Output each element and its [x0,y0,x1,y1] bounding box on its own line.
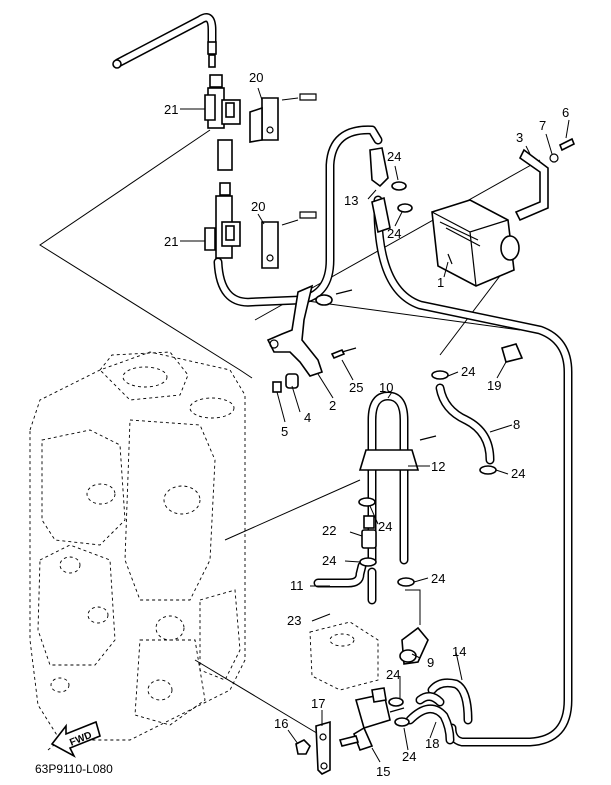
callout-22: 22 [322,523,336,538]
part-22-connector [361,515,377,549]
callout-19: 19 [487,378,501,393]
callout-24-c: 24 [461,364,475,379]
callout-24-h: 24 [386,667,400,682]
hose-clips-24 [358,181,497,727]
part-16-nut [295,739,311,755]
top-fuel-hose [112,13,217,69]
callout-20-lower: 20 [251,199,265,214]
part-17-bracket [315,720,360,775]
part-15-valve [353,687,405,752]
callout-12: 12 [431,459,445,474]
callout-5: 5 [281,424,288,439]
bracket-3 [514,137,576,222]
callout-17: 17 [311,696,325,711]
bracket-2 [266,284,353,377]
callout-18: 18 [425,736,439,751]
callout-23: 23 [287,613,301,628]
hose-13 [369,147,391,234]
callout-24-a: 24 [387,149,401,164]
callout-6: 6 [562,105,569,120]
part-1-box [431,199,520,287]
hose-8 [435,383,495,465]
filter-column [204,74,241,259]
hose-14 [415,678,473,725]
callout-25: 25 [349,380,363,395]
callout-14: 14 [452,644,466,659]
part-9-fitting [399,626,429,665]
bracket-lower-20 [261,211,317,269]
callout-9: 9 [427,655,434,670]
pump-body-23 [309,621,379,691]
callout-4: 4 [304,410,311,425]
callout-20-upper: 20 [249,70,263,85]
callout-24-d: 24 [511,466,525,481]
callout-16: 16 [274,716,288,731]
callout-15: 15 [376,764,390,779]
callout-11: 11 [290,578,304,593]
callout-3: 3 [516,130,523,145]
callout-2: 2 [329,398,336,413]
callout-8: 8 [513,417,520,432]
part-5-collar [272,381,282,393]
engine-block [29,351,246,751]
bracket-upper-20 [249,93,317,143]
callout-21-lower: 21 [164,234,178,249]
callout-1: 1 [437,275,444,290]
hose-11 [313,561,377,605]
callout-24-e: 24 [378,519,392,534]
fwd-arrow: FWD [50,720,101,758]
callout-24-f: 24 [322,553,336,568]
loop-hose [213,125,573,747]
part-19-clip [501,343,524,363]
callout-21-upper: 21 [164,102,178,117]
callout-13: 13 [344,193,358,208]
hose-18 [405,704,455,745]
callout-10: 10 [379,380,393,395]
callout-labels: 21 21 20 20 1 2 3 4 5 6 7 8 9 10 11 12 1… [164,70,569,779]
callout-24-b: 24 [387,226,401,241]
callout-24-i: 24 [402,749,416,764]
callout-leaders [180,87,570,763]
part-25-bolt [330,347,357,360]
part-4-grommet [285,373,299,389]
u-tube-10 [358,391,437,565]
callout-24-g: 24 [431,571,445,586]
figure-code: 63P9110-L080 [35,762,113,776]
callout-7: 7 [539,118,546,133]
